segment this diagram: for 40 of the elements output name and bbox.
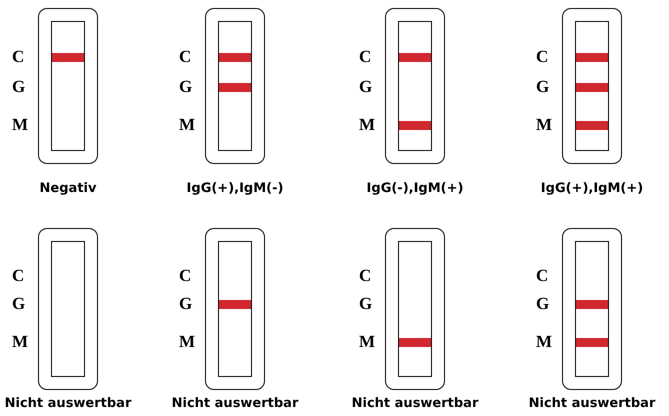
result-caption: Nicht auswertbar: [4, 396, 132, 411]
test-cassette: [205, 228, 265, 390]
line-label: G: [536, 295, 550, 313]
test-cassette: [38, 8, 98, 164]
result-caption: Negativ: [40, 181, 96, 196]
test-cassette: [38, 228, 98, 390]
result-caption: IgG(+),IgM(+): [540, 181, 644, 196]
line-label: C: [12, 48, 24, 66]
line-label: C: [536, 48, 548, 66]
test-cassette: [562, 228, 622, 390]
line-label: C: [179, 48, 192, 66]
line-label: C: [359, 267, 372, 285]
line-label: C: [536, 267, 548, 285]
line-label: G: [359, 295, 372, 313]
line-label: M: [179, 116, 196, 134]
result-caption: IgG(+),IgM(-): [186, 181, 284, 196]
result-caption: IgG(-),IgM(+): [366, 181, 464, 196]
test-cassette: [205, 8, 265, 164]
line-label: G: [179, 295, 192, 313]
line-label: G: [12, 78, 26, 96]
line-label: G: [536, 78, 550, 96]
line-label: M: [359, 116, 376, 134]
line-label: M: [359, 333, 376, 351]
line-label: G: [179, 78, 192, 96]
line-label: M: [12, 333, 28, 351]
test-cassette: [385, 228, 445, 390]
result-caption: Nicht auswertbar: [172, 396, 298, 411]
line-label: M: [536, 333, 552, 351]
line-label: M: [536, 116, 552, 134]
test-cassette: [385, 8, 445, 164]
result-caption: Nicht auswertbar: [352, 396, 478, 411]
line-label: C: [359, 48, 372, 66]
result-caption: Nicht auswertbar: [528, 396, 656, 411]
line-label: M: [12, 116, 28, 134]
line-label: M: [179, 333, 196, 351]
test-cassette: [562, 8, 622, 164]
line-label: C: [12, 267, 24, 285]
line-label: C: [179, 267, 192, 285]
line-label: G: [359, 78, 372, 96]
line-label: G: [12, 295, 26, 313]
